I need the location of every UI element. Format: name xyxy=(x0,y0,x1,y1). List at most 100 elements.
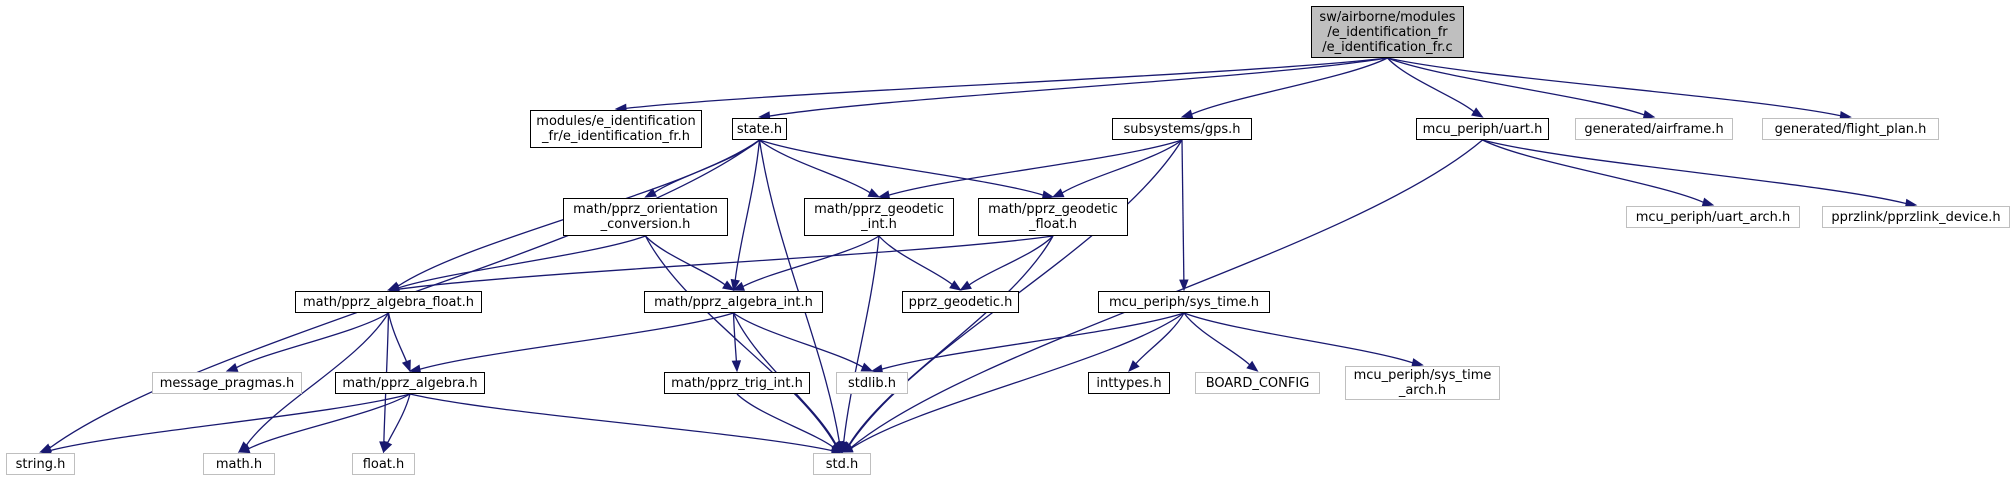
edge-alg-string xyxy=(50,393,411,452)
edge-arrowhead xyxy=(1471,107,1484,118)
edge-arrowhead xyxy=(830,442,844,453)
node-gps-h[interactable]: subsystems/gps.h xyxy=(1112,118,1252,140)
node-inttypes-h[interactable]: inttypes.h xyxy=(1088,372,1170,394)
node-label: inttypes.h xyxy=(1096,375,1162,391)
edge-arrowhead xyxy=(722,280,735,291)
edge-systime-board xyxy=(1183,312,1251,366)
node-pprz-geodetic-h[interactable]: pprz_geodetic.h xyxy=(902,291,1019,313)
node-flight-plan-h: generated/flight_plan.h xyxy=(1762,118,1939,140)
node-label: math.h xyxy=(215,456,263,472)
node-label: math/pprz_orientation _conversion.h xyxy=(573,202,718,232)
edge-arrowhead xyxy=(237,444,251,454)
edge-arrowhead xyxy=(1180,109,1194,119)
node-label: mcu_periph/sys_time _arch.h xyxy=(1353,368,1492,398)
edge-arrowhead xyxy=(1051,188,1065,198)
node-uart-h[interactable]: mcu_periph/uart.h xyxy=(1416,118,1549,140)
edge-orient-algfloat xyxy=(398,235,646,289)
node-label: std.h xyxy=(825,456,859,472)
node-label: math/pprz_trig_int.h xyxy=(671,375,803,391)
edge-arrowhead xyxy=(949,280,962,291)
node-label: math/pprz_algebra.h xyxy=(342,375,478,391)
node-label: string.h xyxy=(15,456,66,472)
node-label: pprz_geodetic.h xyxy=(908,294,1013,310)
edge-uart-uartarch xyxy=(1482,139,1704,203)
edge-arrowhead xyxy=(401,359,411,373)
node-math-h: math.h xyxy=(203,453,275,475)
node-sys-time-h[interactable]: mcu_periph/sys_time.h xyxy=(1098,291,1270,313)
edge-trig-std xyxy=(736,393,834,448)
node-pprz-geodetic-int-h[interactable]: math/pprz_geodetic _int.h xyxy=(804,198,954,236)
edge-algint-alg xyxy=(419,312,734,370)
edge-geofloat-geodetic xyxy=(968,235,1054,286)
node-label: mcu_periph/sys_time.h xyxy=(1108,294,1260,310)
edge-algfloat-msgprag xyxy=(236,312,389,369)
edge-systime-std xyxy=(850,312,1185,449)
node-std-h: std.h xyxy=(813,453,871,475)
edge-root-airframe xyxy=(1387,57,1645,116)
edge-arrowhead xyxy=(1128,360,1140,372)
node-pprz-algebra-h[interactable]: math/pprz_algebra.h xyxy=(335,372,485,394)
edge-arrowhead xyxy=(382,440,393,454)
node-root-e-identification-fr-c[interactable]: sw/airborne/modules /e_identification_fr… xyxy=(1311,6,1464,58)
edge-root-gps xyxy=(1191,57,1388,115)
node-label: generated/flight_plan.h xyxy=(1774,121,1927,137)
edge-algint-stdlib xyxy=(733,312,864,368)
node-uart-arch-h: mcu_periph/uart_arch.h xyxy=(1626,206,1800,228)
edge-arrowhead xyxy=(1246,360,1259,372)
node-label: message_pragmas.h xyxy=(159,375,295,391)
edge-systime-systimearch xyxy=(1183,312,1413,364)
edge-root-flightplan xyxy=(1387,57,1841,117)
node-sys-time-arch-h: mcu_periph/sys_time _arch.h xyxy=(1345,366,1500,400)
node-airframe-h: generated/airframe.h xyxy=(1575,118,1733,140)
edge-algfloat-math xyxy=(245,312,390,446)
edge-root-state xyxy=(769,57,1388,117)
node-pprz-algebra-int-h[interactable]: math/pprz_algebra_int.h xyxy=(644,291,823,313)
edge-gps-geofloat xyxy=(1061,139,1183,194)
edge-algint-trig xyxy=(732,312,738,362)
edge-geofloat-algfloat xyxy=(398,235,1054,290)
edge-arrowhead xyxy=(644,188,658,198)
node-board-config: BOARD_CONFIG xyxy=(1195,372,1320,394)
edge-alg-float xyxy=(387,393,411,444)
node-pprzlink-device-h: pprzlink/pprzlink_device.h xyxy=(1822,206,2010,228)
node-label: BOARD_CONFIG xyxy=(1205,375,1310,391)
edge-state-geoint xyxy=(759,139,871,194)
node-pprz-geodetic-float-h[interactable]: math/pprz_geodetic _float.h xyxy=(978,198,1128,236)
node-label: pprzlink/pprzlink_device.h xyxy=(1831,209,2001,225)
node-label: modules/e_identification _fr/e_identific… xyxy=(536,114,696,144)
edge-arrowhead xyxy=(225,362,239,372)
edge-state-algint xyxy=(734,139,761,281)
node-pprz-orientation-conversion-h[interactable]: math/pprz_orientation _conversion.h xyxy=(563,198,728,236)
node-label: math/pprz_geodetic _int.h xyxy=(814,202,944,232)
edge-arrowhead xyxy=(732,281,745,291)
node-label: mcu_periph/uart_arch.h xyxy=(1635,209,1791,225)
edge-arrowhead xyxy=(959,280,972,291)
edge-geoint-geodetic xyxy=(878,235,953,285)
edge-algfloat-alg xyxy=(387,312,408,362)
node-message-pragmas-h: message_pragmas.h xyxy=(152,372,302,394)
node-label: math/pprz_geodetic _float.h xyxy=(988,202,1118,232)
edge-gps-geoint xyxy=(888,139,1183,196)
node-label: mcu_periph/uart.h xyxy=(1422,121,1543,137)
node-string-h: string.h xyxy=(6,453,75,475)
node-float-h: float.h xyxy=(352,453,415,475)
edge-alg-math xyxy=(248,393,411,450)
node-label: math/pprz_algebra_float.h xyxy=(303,294,474,310)
edge-arrowhead xyxy=(731,360,742,373)
node-state-h[interactable]: state.h xyxy=(732,118,787,140)
edge-arrowhead xyxy=(867,188,881,198)
node-pprz-algebra-float-h[interactable]: math/pprz_algebra_float.h xyxy=(295,291,482,313)
edge-orient-algint xyxy=(645,235,726,286)
node-e-identification-fr-h[interactable]: modules/e_identification _fr/e_identific… xyxy=(530,110,702,148)
edge-geoint-algint xyxy=(742,235,880,288)
edge-arrowhead xyxy=(730,278,740,292)
edge-geofloat-std xyxy=(848,235,1054,446)
edge-root-modhdr xyxy=(625,57,1388,109)
node-label: sw/airborne/modules /e_identification_fr… xyxy=(1319,9,1456,55)
edge-systime-inttypes xyxy=(1135,312,1185,365)
edge-arrowhead xyxy=(860,362,874,372)
node-pprz-trig-int-h[interactable]: math/pprz_trig_int.h xyxy=(664,372,810,394)
edge-root-uart xyxy=(1387,57,1475,113)
